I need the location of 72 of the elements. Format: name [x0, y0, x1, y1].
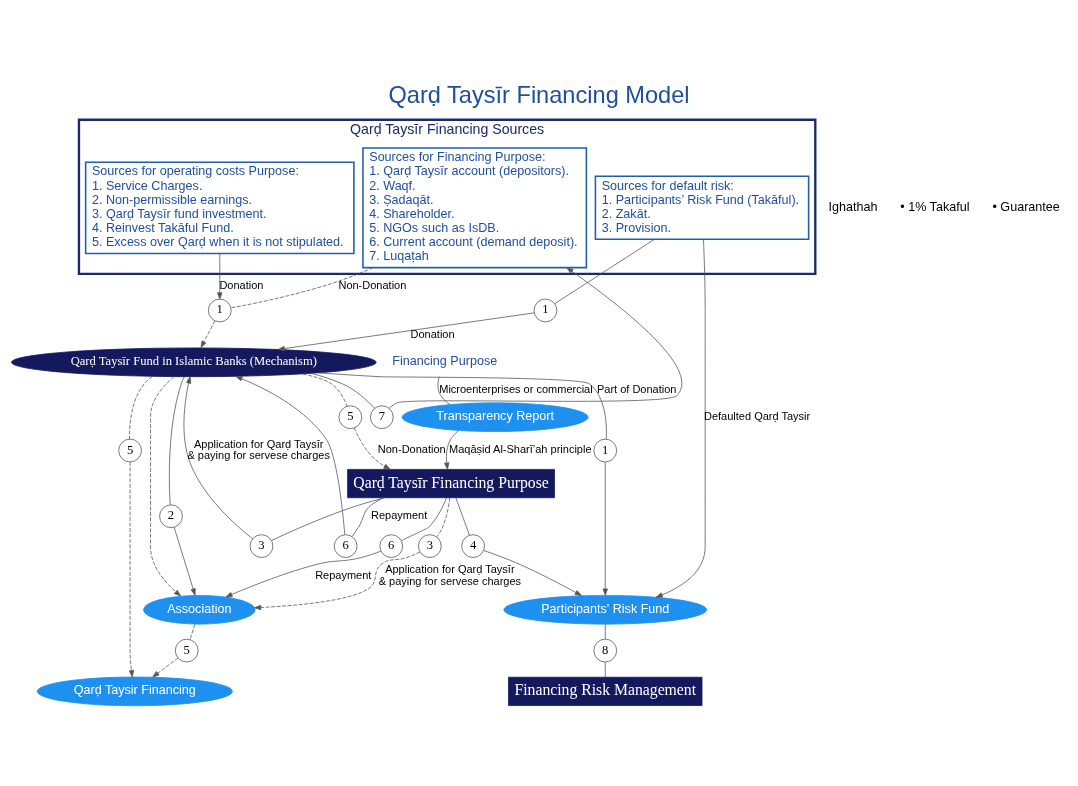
node-box: Sources for default risk: 1. Participants’ Risk Fund (Takāful). 2. Zakāt. 3. Provision. — [594, 175, 810, 240]
node-text: Financing Purpose — [392, 353, 498, 368]
node-circle: 2 — [159, 503, 183, 528]
connector — [318, 371, 607, 439]
connector — [401, 497, 447, 541]
connector — [311, 372, 375, 409]
node-circle: 6 — [379, 533, 404, 558]
arrow — [353, 427, 391, 470]
connector — [302, 373, 348, 407]
arrow — [483, 549, 582, 596]
node-circle: 4 — [461, 533, 485, 558]
arrow — [235, 375, 346, 535]
connector — [351, 496, 384, 537]
label: • Guarantee — [992, 199, 1060, 214]
connector — [554, 238, 655, 304]
arrow — [173, 526, 196, 596]
edge-label: Repayment — [371, 508, 428, 521]
arrow — [254, 551, 421, 610]
edge-label: Microenterprises or commercial — [439, 382, 593, 395]
connector — [230, 266, 374, 308]
node-circle: 6 — [333, 533, 358, 558]
arrow — [277, 311, 535, 351]
connector — [129, 375, 153, 439]
arrow — [444, 429, 459, 470]
arrow — [183, 375, 254, 539]
node-circle: 1 — [207, 298, 232, 322]
node-box: Sources for operating costs Purpose: 1. Service Charges. 2. Non-permissible earnings. 3. Qarḍ Taysīr fund investment. 4. Reinvest Takāful Fund. 5. Excess over Qarḍ when it is not stipulated. — [84, 160, 355, 254]
connector — [604, 661, 606, 677]
edge-label: Application for Qarḍ Taysīr & paying for servese charges — [378, 562, 522, 587]
label: • 1% Takaful — [900, 199, 970, 214]
connector — [168, 376, 185, 505]
node-circle: 1 — [593, 438, 618, 462]
arrow — [152, 657, 179, 677]
arrow — [388, 266, 683, 409]
node-box: Qarḍ Taysīr Financing Purpose — [347, 468, 555, 498]
connector — [455, 497, 470, 535]
diagram-title: Qarḍ Taysīr Financing Model — [388, 81, 690, 108]
node-circle: 3 — [418, 533, 442, 558]
connector — [189, 623, 196, 640]
arrow — [200, 320, 216, 348]
node-box: Financing Risk Management — [508, 676, 703, 706]
node-circle: 8 — [593, 638, 618, 662]
edge-label: Application for Qarḍ Taysīr & paying for servese charges — [187, 437, 330, 461]
edge-label: Defaulted Qarḍ Taysir — [703, 409, 811, 422]
node-ellipse: Transparency Report — [401, 401, 589, 432]
connector — [604, 623, 606, 639]
edge-label: Non-Donation — [377, 442, 446, 455]
node-circle: 5 — [118, 438, 142, 462]
arrow — [225, 550, 382, 597]
node-circle: 1 — [533, 298, 558, 322]
connector — [437, 375, 451, 405]
node-ellipse: Qarḍ Taysir Financing — [36, 676, 233, 706]
edge-label: Repayment — [315, 568, 372, 581]
edge-label: Non-Donation — [338, 278, 407, 291]
edge-label: Part of Donation — [596, 382, 677, 395]
node-ellipse: Association — [143, 594, 256, 625]
node-circle: 5 — [174, 638, 199, 662]
arrow — [217, 252, 223, 299]
connector — [436, 497, 451, 537]
arrow — [150, 375, 181, 596]
arrow — [128, 461, 135, 677]
arrow — [655, 238, 706, 598]
edge-label: Maqāṣid Al-Sharī’ah principle — [449, 442, 592, 455]
edge-label: Donation — [219, 278, 264, 291]
connector — [271, 496, 386, 541]
arrow — [602, 461, 608, 596]
node-circle: 7 — [370, 404, 394, 429]
node-circle: 5 — [338, 404, 363, 429]
node-box: Sources for Financing Purpose: 1. Qarḍ Taysīr account (depositors). 2. Waqf. 3. Ṣadaqāt. 4. Shareholder. 5. NGOs such as IsDB. 6. Current account (demand deposit). 7. Luqaṭah — [362, 146, 588, 268]
label: Ighathah — [828, 199, 878, 214]
node-circle: 3 — [249, 533, 274, 558]
edge-label: Donation — [410, 327, 455, 340]
